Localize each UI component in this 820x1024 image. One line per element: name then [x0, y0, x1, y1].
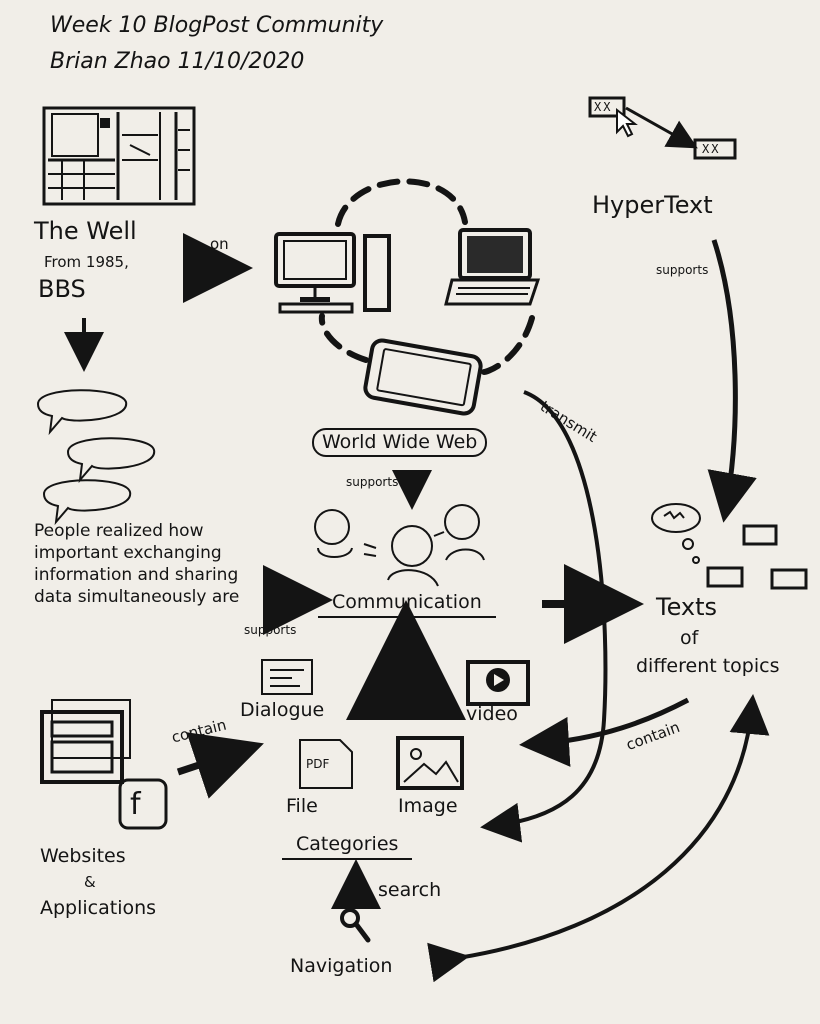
node-video: video	[466, 703, 518, 725]
node-texts-topics: different topics	[636, 655, 780, 677]
magnifier-icon	[340, 908, 371, 943]
hyperlink-box-label-1: XX	[594, 100, 613, 114]
node-dialogue: Dialogue	[240, 699, 325, 721]
node-communication: Communication	[318, 592, 496, 618]
edge-label-supports-www: supports	[346, 475, 399, 489]
author-date: Brian Zhao 11/10/2020	[50, 49, 305, 74]
video-icon	[466, 660, 530, 706]
node-file: File	[286, 795, 318, 817]
arrow-websites-contain	[176, 732, 264, 799]
cursor-icon	[616, 107, 638, 138]
facebook-icon	[118, 778, 168, 830]
pdf-label: PDF	[306, 757, 330, 771]
node-applications: Applications	[40, 897, 157, 919]
node-people-realized: People realized how important exchanging…	[34, 521, 240, 607]
node-the-well-bbs: BBS	[38, 275, 86, 303]
node-hypertext: HyperText	[592, 191, 713, 219]
tablet-icon	[363, 338, 483, 416]
edge-label-search: search	[378, 879, 442, 901]
speech-bubbles-icon	[36, 389, 156, 526]
arrow-hypertext-to-texts	[707, 239, 757, 523]
laptop-icon	[444, 228, 541, 306]
edge-label-supports-hypertext: supports	[656, 263, 709, 277]
desktop-computer-icon	[274, 232, 391, 314]
the-well-screenshot-icon	[42, 106, 196, 206]
hyperlink-box-label-2: XX	[702, 142, 721, 156]
node-the-well-year: From 1985,	[44, 253, 129, 271]
pdf-file-icon	[299, 739, 353, 789]
node-texts-of: of	[680, 627, 699, 649]
arrow-transmit	[480, 390, 608, 843]
node-texts: Texts	[656, 593, 718, 621]
facebook-letter: f	[130, 787, 141, 822]
arrow-navigation-to-texts	[427, 694, 770, 983]
node-categories: Categories	[282, 834, 413, 860]
edge-label-on: on	[210, 235, 229, 253]
node-world-wide-web: World Wide Web	[312, 428, 488, 457]
image-icon	[396, 736, 464, 790]
dialogue-icon	[261, 659, 313, 695]
edge-label-supports-people: supports	[244, 623, 297, 637]
node-navigation: Navigation	[290, 955, 393, 977]
diagram-title: Week 10 BlogPost Community	[50, 13, 384, 38]
node-the-well: The Well	[34, 217, 137, 245]
thought-cloud-icon	[651, 503, 701, 564]
people-talking-icon	[314, 504, 485, 587]
hyperlink-boxes-icon	[588, 96, 737, 160]
network-ring	[318, 178, 535, 375]
node-websites: Websites	[40, 845, 126, 867]
node-image: Image	[398, 795, 458, 817]
website-window-icon	[40, 699, 131, 784]
text-box-icons	[706, 524, 808, 590]
node-ampersand: &	[84, 873, 96, 891]
